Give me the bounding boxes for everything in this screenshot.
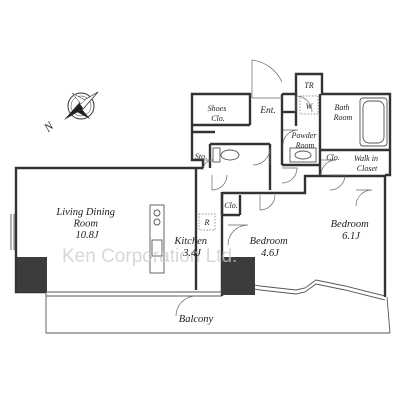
shoes-closet-line1: Shoes — [208, 104, 227, 113]
interior-walls — [192, 94, 390, 290]
compass-icon — [64, 91, 99, 120]
living-dining-line2: Room — [72, 219, 98, 230]
column-left — [17, 257, 47, 292]
bedroom-right-label: Bedroom 6.1J — [331, 219, 372, 242]
toilet-icon — [212, 147, 240, 163]
balcony-label: Balcony — [179, 314, 214, 325]
refrigerator-space-icon — [198, 213, 216, 231]
north-label: N — [40, 118, 57, 135]
bath-room-line2: Room — [333, 113, 353, 122]
kitchen-label: Kitchen 3.4J — [173, 236, 209, 259]
powder-room-label: Powder Room — [291, 131, 319, 150]
bedroom-mid-label: Bedroom 4.6J — [250, 236, 291, 259]
washer-label: W — [306, 102, 314, 111]
washer-space-icon — [299, 95, 319, 115]
trunk-room-label: TR — [304, 81, 313, 90]
refrigerator-label: R — [204, 218, 210, 227]
living-dining-size: 10.8J — [75, 230, 99, 241]
powder-room-line1: Powder — [291, 131, 318, 140]
kitchen-line1: Kitchen — [173, 236, 207, 247]
sink-icon — [289, 147, 317, 163]
bathtub-icon — [359, 97, 388, 147]
entrance-label: Ent. — [259, 106, 276, 116]
closet-powder-label: Clo. — [326, 153, 340, 162]
kitchen-size: 3.4J — [182, 248, 202, 259]
watermark: Ken Corporation Ltd. — [62, 246, 237, 267]
shoes-closet-label: Shoes Clo. — [208, 104, 229, 123]
storage-label: Sto. — [195, 152, 207, 161]
living-dining-line1: Living Dining — [55, 207, 115, 218]
closet-bedroom-label: Clo. — [224, 201, 238, 210]
kitchen-counter-icon — [149, 204, 165, 274]
living-dining-room-label: Living Dining Room 10.8J — [55, 207, 117, 241]
shoes-closet-line2: Clo. — [211, 114, 225, 123]
walk-in-closet-line1: Walk in — [354, 154, 378, 163]
walk-in-closet-label: Walk in Closet — [354, 154, 380, 173]
bedroom-mid-line1: Bedroom — [250, 236, 289, 247]
window-frames — [10, 214, 386, 301]
bedroom-right-size: 6.1J — [342, 231, 361, 242]
bedroom-mid-size: 4.6J — [261, 248, 280, 259]
column-center — [222, 257, 255, 295]
bath-room-label: Bath Room — [333, 103, 353, 122]
bath-room-line1: Bath — [334, 103, 349, 112]
door-swings — [175, 59, 373, 317]
walk-in-closet-line2: Closet — [357, 164, 378, 173]
bedroom-right-line1: Bedroom — [331, 219, 370, 230]
powder-room-line2: Room — [295, 141, 315, 150]
